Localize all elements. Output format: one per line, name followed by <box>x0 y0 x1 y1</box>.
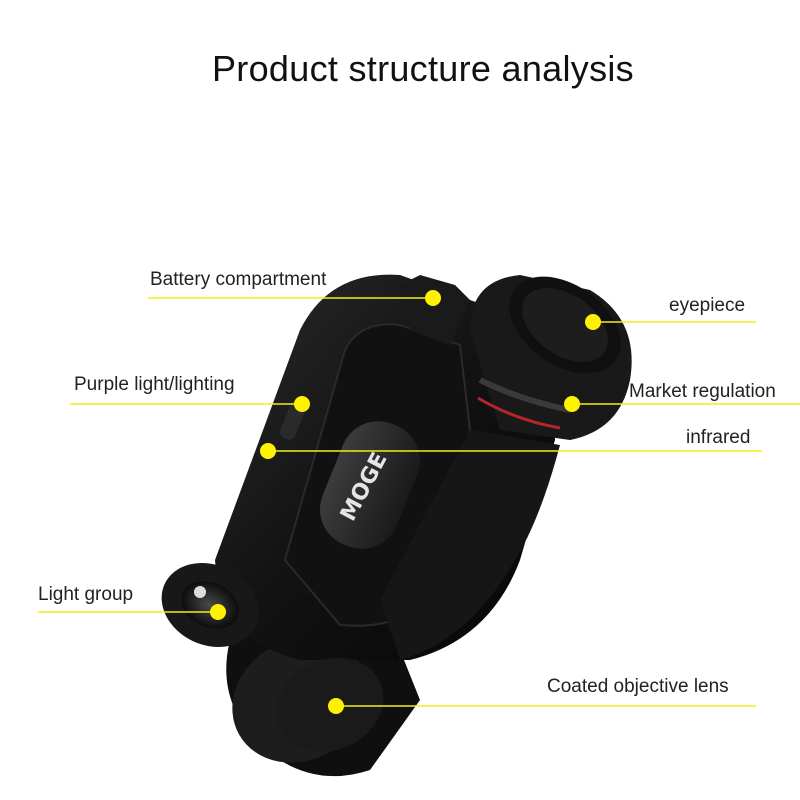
callout-label-objective: Coated objective lens <box>547 676 729 697</box>
callout-label-purple: Purple light/lighting <box>74 374 235 395</box>
callout-label-battery: Battery compartment <box>150 269 327 290</box>
monocular-product: MOGE <box>161 274 632 777</box>
callout-label-light-group: Light group <box>38 584 134 605</box>
callout-label-eyepiece: eyepiece <box>669 295 746 316</box>
callout-dot-battery <box>425 290 441 306</box>
callout-label-market: Market regulation <box>629 381 776 402</box>
page-title: Product structure analysis <box>212 48 634 89</box>
callout-dot-light-group <box>210 604 226 620</box>
callout-dot-eyepiece <box>585 314 601 330</box>
callout-dot-objective <box>328 698 344 714</box>
callout-label-infrared: infrared <box>686 427 751 448</box>
callout-dot-purple <box>294 396 310 412</box>
callout-dot-infrared <box>260 443 276 459</box>
callout-leaders <box>38 290 800 714</box>
callout-dot-market <box>564 396 580 412</box>
